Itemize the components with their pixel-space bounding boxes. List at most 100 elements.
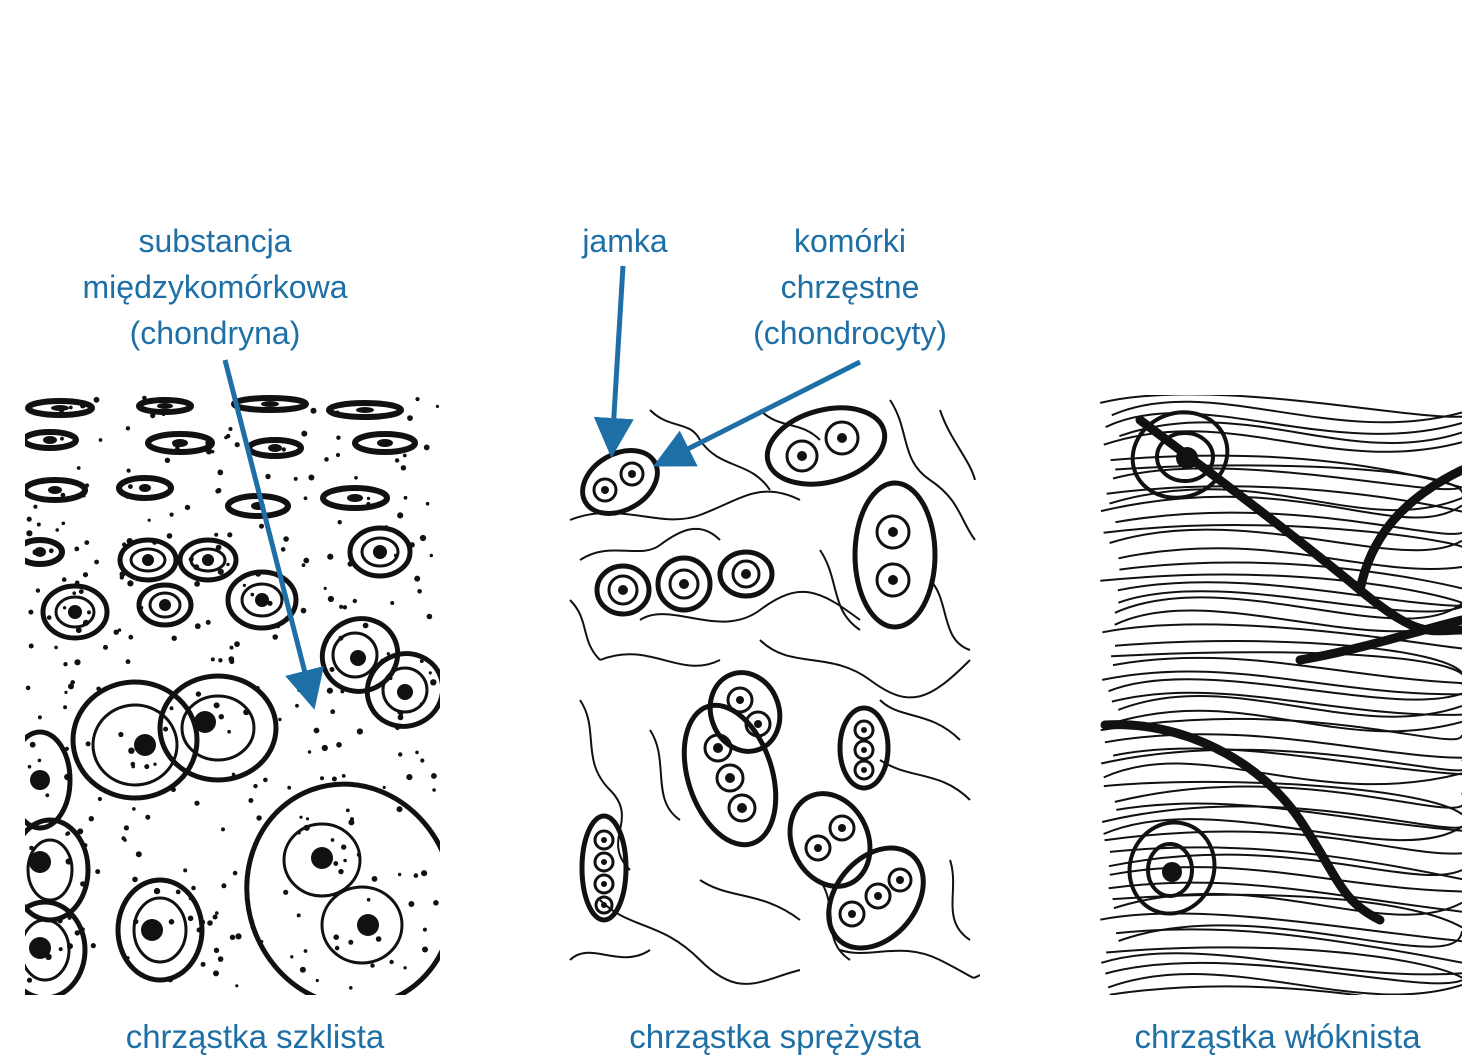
matrix-dot <box>327 554 333 560</box>
collagen-fiber <box>1115 641 1462 673</box>
matrix-dot <box>47 615 52 620</box>
matrix-dot <box>414 576 420 582</box>
matrix-dot <box>338 869 343 874</box>
label-line-3: (chondrocyty) <box>720 310 980 356</box>
collagen-fiber <box>1108 974 1462 995</box>
matrix-dot <box>234 641 240 647</box>
matrix-dot <box>132 807 136 811</box>
matrix-dot <box>98 797 102 801</box>
matrix-dot <box>436 405 439 408</box>
matrix-dots <box>26 396 439 990</box>
matrix-dot <box>121 836 125 840</box>
matrix-dot <box>372 876 378 882</box>
matrix-dot <box>201 962 206 967</box>
matrix-dot <box>367 898 371 902</box>
matrix-dot <box>401 465 406 470</box>
matrix-dot <box>383 786 386 789</box>
matrix-dot <box>38 759 42 763</box>
matrix-dot <box>226 563 229 566</box>
fibrocartilage-panel <box>1100 394 1462 1009</box>
chondrocyte-nuclei <box>29 545 413 959</box>
matrix-dot <box>194 801 199 806</box>
matrix-dot <box>303 558 309 564</box>
matrix-dot <box>194 581 200 587</box>
label-chondrocytes: komórki chrzęstne (chondrocyty) <box>720 218 980 356</box>
matrix-dot <box>297 689 300 692</box>
matrix-dot <box>308 475 314 481</box>
collagen-fiber <box>1102 672 1462 695</box>
matrix-dot <box>390 601 394 605</box>
matrix-dot <box>26 530 32 536</box>
matrix-dot <box>432 788 436 792</box>
matrix-dot <box>128 748 134 754</box>
matrix-dot <box>398 714 404 720</box>
collagen-fiber <box>1110 986 1462 1009</box>
matrix-dot <box>349 986 353 990</box>
matrix-dot <box>294 477 298 481</box>
matrix-dot <box>218 956 224 962</box>
matrix-dot <box>389 960 393 964</box>
matrix-dot <box>336 436 340 440</box>
matrix-dot <box>333 861 338 866</box>
matrix-dot <box>328 596 334 602</box>
matrix-dot <box>308 750 311 753</box>
matrix-dot <box>191 886 196 891</box>
arrow-to-lacuna <box>612 266 623 448</box>
matrix-dot <box>38 715 42 719</box>
label-line-1: jamka <box>560 218 690 264</box>
matrix-dot <box>28 610 33 615</box>
matrix-dot <box>66 831 70 835</box>
matrix-dot <box>297 913 301 917</box>
matrix-dot <box>167 533 173 539</box>
matrix-dot <box>421 870 427 876</box>
matrix-dot <box>120 575 124 579</box>
label-intercellular-substance: substancja międzykomórkowa (chondryna) <box>40 218 390 356</box>
matrix-dot <box>84 540 89 545</box>
matrix-dot <box>145 815 150 820</box>
matrix-dot <box>235 442 240 447</box>
matrix-dot <box>27 978 32 983</box>
matrix-dot <box>420 535 426 541</box>
matrix-dot <box>75 930 80 935</box>
matrix-dot <box>301 431 307 437</box>
matrix-dot <box>281 547 286 552</box>
matrix-dot <box>63 606 66 609</box>
matrix-dot <box>28 765 32 769</box>
label-line-3: (chondryna) <box>40 310 390 356</box>
matrix-dot <box>422 947 428 953</box>
matrix-dot <box>330 709 335 714</box>
matrix-dot <box>170 513 174 517</box>
matrix-dot <box>341 844 346 849</box>
matrix-dot <box>431 773 437 779</box>
matrix-dot <box>219 714 224 719</box>
matrix-dot <box>414 873 419 878</box>
matrix-dot <box>74 659 80 665</box>
matrix-dot <box>206 620 211 625</box>
matrix-dot <box>36 588 40 592</box>
matrix-dot <box>331 838 335 842</box>
label-line-2: międzykomórkowa <box>40 264 390 310</box>
matrix-dot <box>367 497 370 500</box>
matrix-dot <box>430 554 433 557</box>
matrix-dot <box>398 873 401 876</box>
collagen-fibers <box>1100 394 1462 1009</box>
matrix-dot <box>214 533 218 537</box>
matrix-dot <box>324 587 327 590</box>
matrix-dot <box>417 589 422 594</box>
matrix-dot <box>124 825 129 830</box>
matrix-dot <box>426 502 430 506</box>
matrix-dot <box>283 536 289 542</box>
collagen-fiber <box>1104 764 1462 785</box>
matrix-dot <box>218 658 222 662</box>
matrix-dot <box>404 496 408 500</box>
matrix-dot <box>398 752 402 756</box>
collagen-fiber <box>1118 582 1462 606</box>
matrix-dot <box>346 809 350 813</box>
matrix-dot <box>126 659 131 664</box>
fibro-nuclei <box>1162 447 1198 882</box>
matrix-dot <box>229 427 233 431</box>
matrix-dot <box>221 827 225 831</box>
matrix-dot <box>415 751 419 755</box>
matrix-dot <box>370 963 374 967</box>
matrix-dot <box>332 777 337 782</box>
